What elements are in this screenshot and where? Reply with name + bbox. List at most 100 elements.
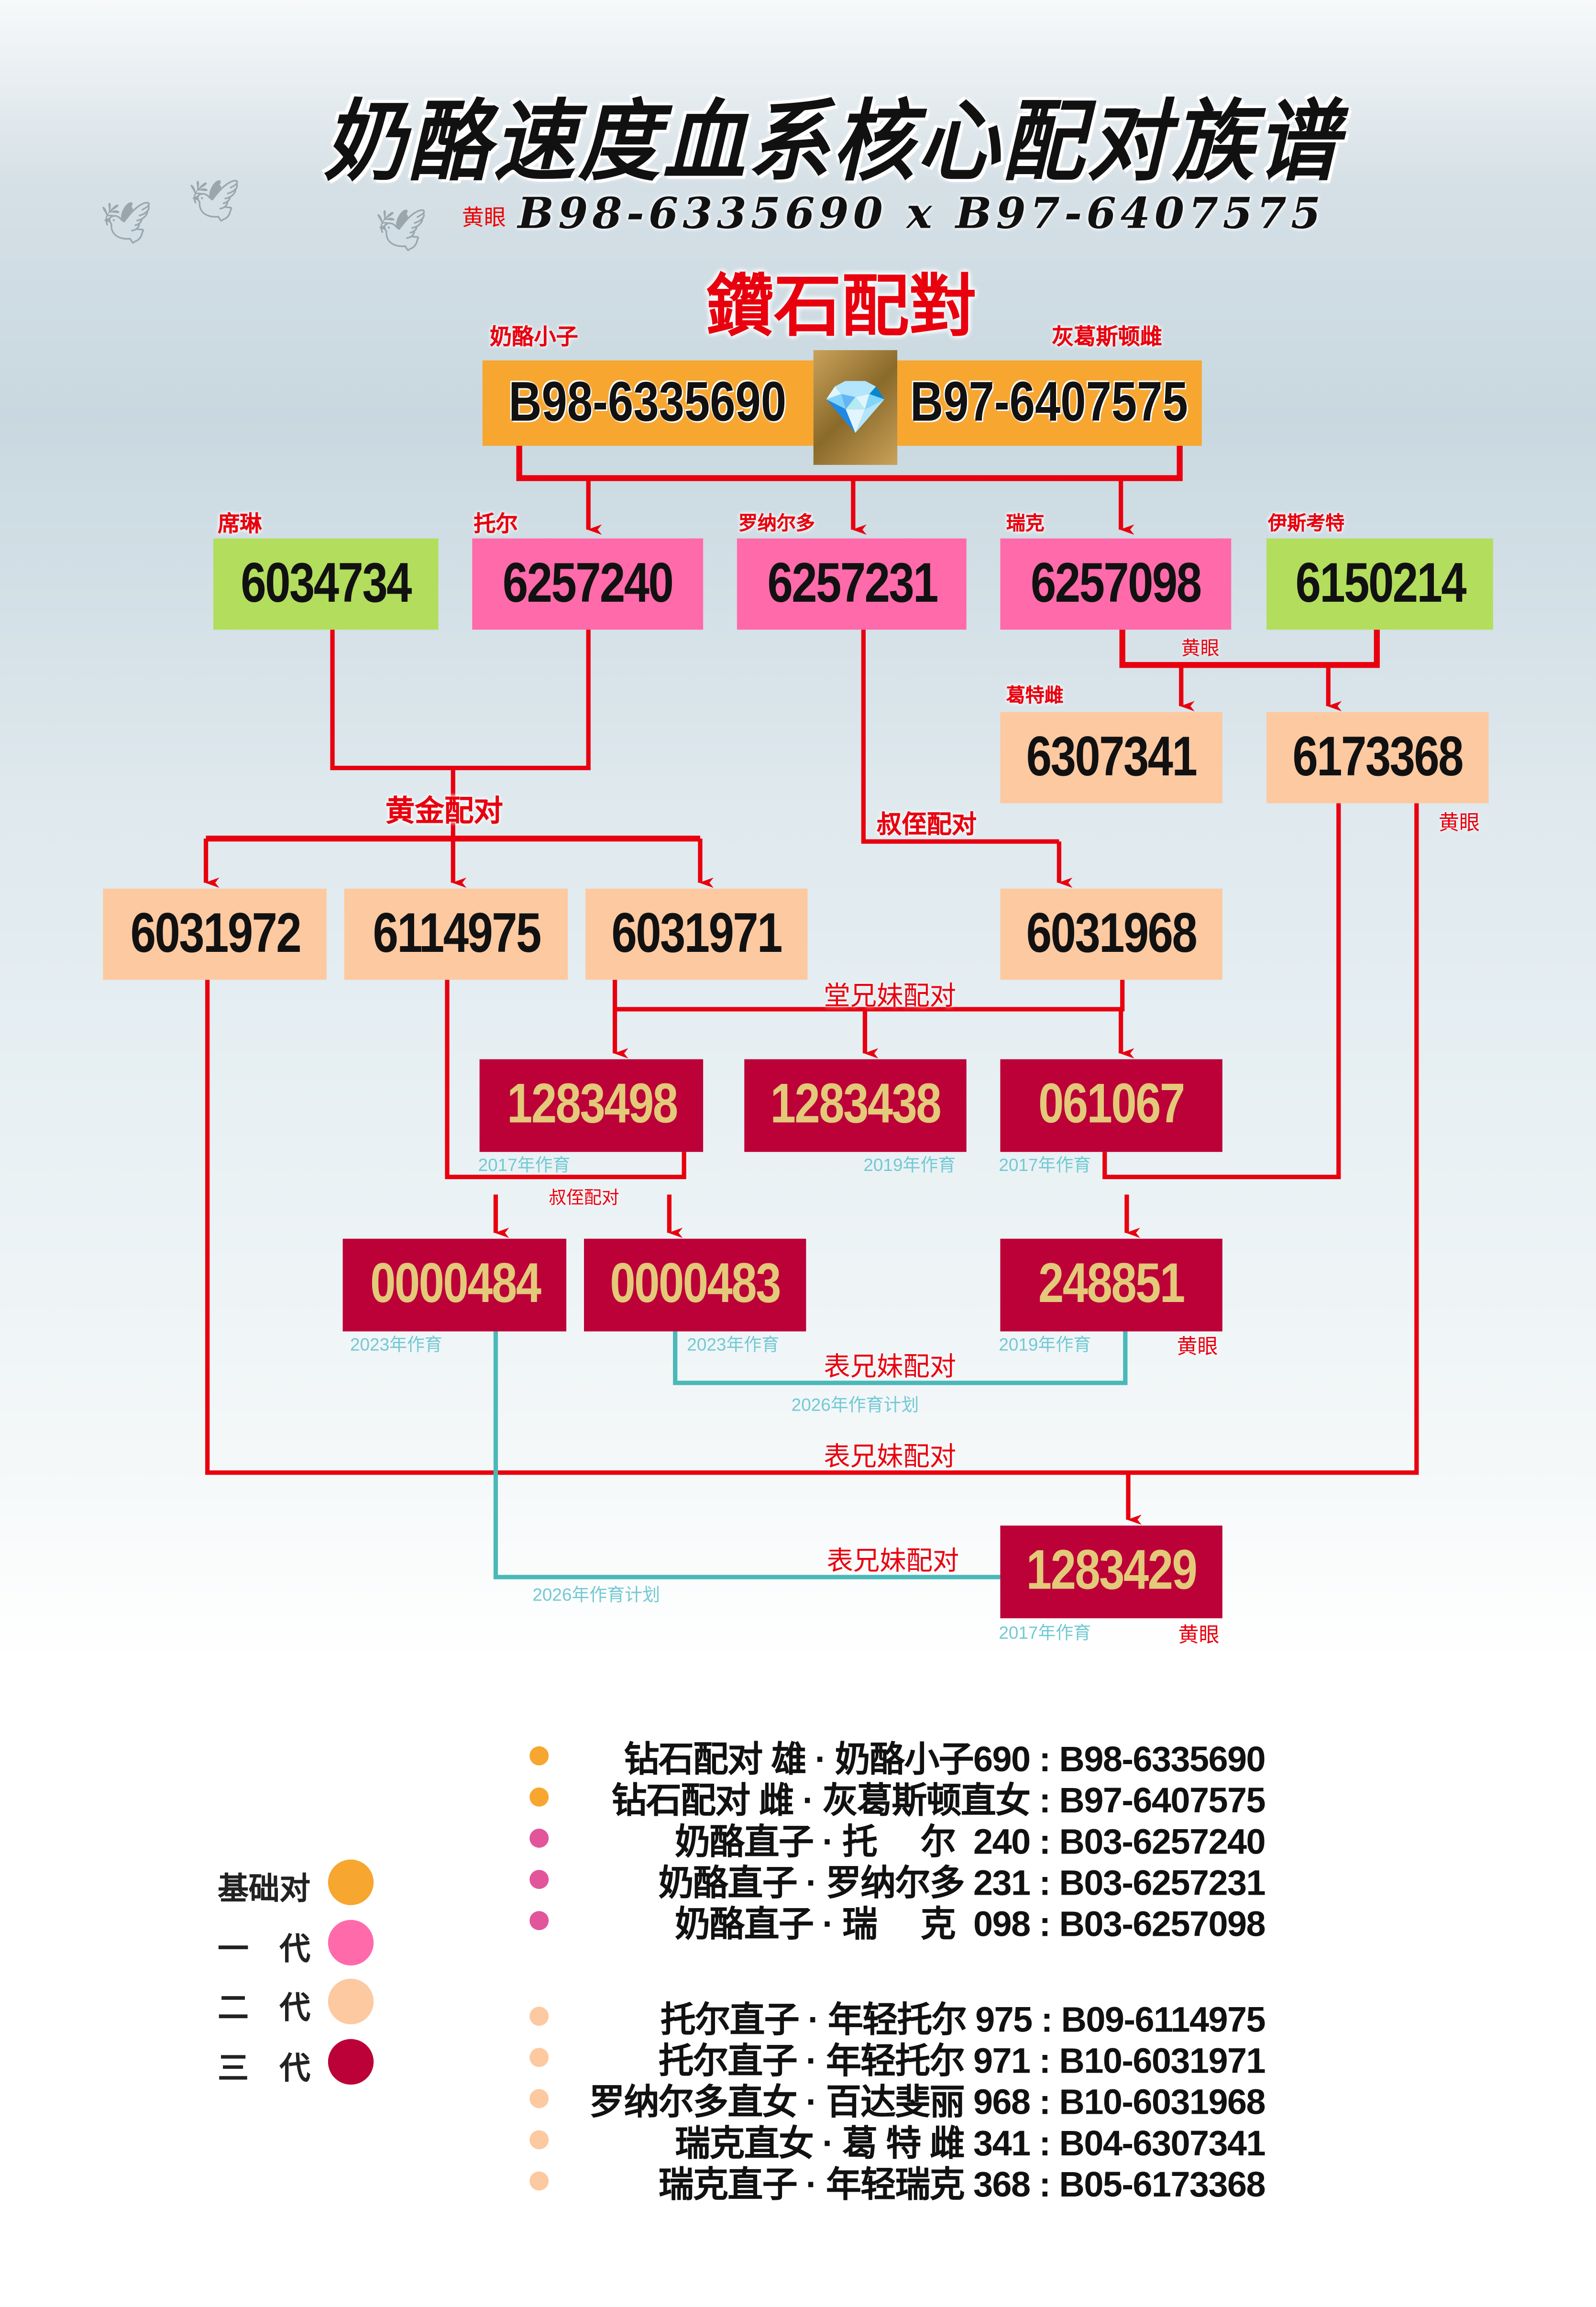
bird-name: 罗纳尔多 [738, 513, 815, 536]
ring-number: 6150214 [1295, 552, 1466, 615]
yellow-eye-label: 黄眼 [1438, 810, 1480, 834]
subtitle: B98-6335690 x B97-6407575 [517, 188, 1325, 239]
dam-ring: B97-6407575 [911, 371, 1189, 433]
bullet-icon [529, 2088, 549, 2108]
bird-box[interactable]: 6031968 [1000, 888, 1222, 980]
bird-name: 席琳 [218, 510, 262, 537]
uncle-niece-pair-label: 叔侄配对 [877, 810, 977, 840]
list-text: 奶酪直子 · 瑞 克 098 : B03-6257098 [675, 1904, 1266, 1944]
ring-number: 6257240 [502, 552, 674, 615]
list-item: 托尔直子 · 年轻托尔 975 : B09-6114975 [529, 1995, 1266, 2040]
breeding-plan-label: 2026年作育计划 [791, 1394, 919, 1415]
legend-dot-base [328, 1859, 374, 1905]
dam-box[interactable]: B97-6407575 [897, 360, 1202, 446]
ring-number: 6257098 [1031, 552, 1202, 615]
ring-number: 6031972 [130, 902, 301, 965]
ring-number: 0000484 [369, 1253, 541, 1315]
breeding-year: 2019年作育 [863, 1155, 956, 1176]
list-item: 罗纳尔多直女 · 百达斐丽 968 : B10-6031968 [529, 2077, 1266, 2122]
bird-box[interactable]: 6031971 [585, 888, 808, 980]
bird-box[interactable]: 6257231 [737, 538, 967, 630]
ring-number: 1283498 [506, 1074, 678, 1136]
breeding-year: 2019年作育 [999, 1334, 1091, 1355]
bird-icon: 🕊 [188, 178, 241, 224]
list-item: 奶酪直子 · 瑞 克 098 : B03-6257098 [529, 1899, 1266, 1944]
bird-box[interactable]: 6257098 [1000, 538, 1232, 630]
bird-name: 托尔 [473, 510, 518, 537]
breeding-year: 2017年作育 [478, 1155, 571, 1176]
ring-number: 6114975 [372, 902, 541, 965]
bird-icon: 🕊 [375, 207, 428, 254]
breeding-year: 2023年作育 [687, 1334, 780, 1355]
cousin-pair-label: 表兄妹配对 [824, 1442, 957, 1471]
legend-dot-gen2 [328, 1978, 374, 2025]
bird-box[interactable]: 6031972 [103, 888, 327, 980]
bird-name: 瑞克 [1006, 513, 1045, 536]
bird-box[interactable]: 061067 [1000, 1059, 1222, 1152]
ring-number: 0000483 [610, 1253, 781, 1315]
bird-box[interactable]: 1283438 [744, 1059, 967, 1152]
list-item: 托尔直子 · 年轻托尔 971 : B10-6031971 [529, 2036, 1266, 2081]
legend-label: 一 代 [218, 1933, 310, 1967]
bullet-icon [529, 1745, 549, 1765]
bird-box[interactable]: 6307341 [1000, 712, 1222, 804]
list-text: 罗纳尔多直女 · 百达斐丽 968 : B10-6031968 [589, 2082, 1266, 2122]
list-text: 瑞克直子 · 年轻瑞克 368 : B05-6173368 [658, 2164, 1266, 2205]
list-text: 钻石配对 雌 · 灰葛斯顿直女 : B97-6407575 [611, 1781, 1266, 1821]
legend-dot-gen1 [328, 1920, 374, 1966]
bird-box[interactable]: 6257240 [472, 538, 704, 630]
cousin-pair-label: 堂兄妹配对 [824, 981, 957, 1011]
dam-name: 灰葛斯顿雌 [1052, 323, 1162, 350]
list-text: 瑞克直女 · 葛 特 雌 341 : B04-6307341 [675, 2123, 1266, 2164]
bird-box[interactable]: 6114975 [344, 888, 568, 980]
ring-number: 248851 [1038, 1253, 1185, 1315]
ring-number: 6031971 [611, 902, 783, 965]
sire-name: 奶酪小子 [490, 323, 578, 350]
bullet-icon [529, 1828, 549, 1847]
list-text: 托尔直子 · 年轻托尔 975 : B09-6114975 [660, 2000, 1266, 2040]
legend-label: 基础对 [218, 1873, 310, 1907]
ring-number: 6031968 [1026, 902, 1198, 965]
legend-label: 二 代 [218, 1992, 310, 2026]
yellow-eye-label: 黄眼 [1178, 1623, 1220, 1646]
ring-number: 061067 [1038, 1074, 1185, 1136]
list-item: 钻石配对 雄 · 奶酪小子690 : B98-6335690 [529, 1734, 1266, 1779]
ring-number: 6307341 [1026, 726, 1198, 788]
bird-box[interactable]: 0000484 [342, 1238, 567, 1332]
list-text: 钻石配对 雄 · 奶酪小子690 : B98-6335690 [624, 1739, 1266, 1779]
breeding-year: 2017年作育 [999, 1155, 1091, 1176]
ring-number: 6173368 [1292, 726, 1464, 788]
bird-box[interactable]: 6150214 [1266, 538, 1493, 630]
bullet-icon [529, 2171, 549, 2190]
breeding-plan-label: 2026年作育计划 [532, 1584, 660, 1605]
list-item: 奶酪直子 · 罗纳尔多 231 : B03-6257231 [529, 1858, 1266, 1903]
ring-number: 6034734 [241, 552, 412, 615]
bird-box[interactable]: 248851 [1000, 1238, 1222, 1332]
bullet-icon [529, 2006, 549, 2025]
bird-box[interactable]: 6173368 [1266, 712, 1489, 804]
list-item: 钻石配对 雌 · 灰葛斯顿直女 : B97-6407575 [529, 1776, 1266, 1821]
bird-box[interactable]: 6034734 [213, 538, 439, 630]
diamond-icon: 💎 [813, 350, 898, 465]
list-item: 奶酪直子 · 托 尔 240 : B03-6257240 [529, 1817, 1266, 1862]
list-text: 托尔直子 · 年轻托尔 971 : B10-6031971 [658, 2041, 1266, 2081]
page-title: 奶酪速度血系核心配对族谱 [323, 91, 1342, 194]
list-text: 奶酪直子 · 托 尔 240 : B03-6257240 [675, 1822, 1266, 1862]
uncle-niece-pair-label: 叔侄配对 [549, 1187, 619, 1208]
cousin-pair-label: 表兄妹配对 [824, 1352, 957, 1381]
sire-box[interactable]: B98-6335690 [482, 360, 814, 446]
bullet-icon [529, 1787, 549, 1806]
bird-box[interactable]: 1283429 [1000, 1525, 1222, 1619]
ring-number: 6257231 [767, 552, 938, 615]
yellow-eye-label: 黄眼 [1181, 637, 1220, 659]
legend-dot-gen3 [328, 2039, 374, 2085]
breeding-year: 2017年作育 [999, 1623, 1091, 1644]
bullet-icon [529, 1910, 549, 1930]
list-text: 奶酪直子 · 罗纳尔多 231 : B03-6257231 [658, 1863, 1266, 1903]
ring-number: 1283438 [770, 1074, 942, 1136]
bird-box[interactable]: 0000483 [584, 1238, 806, 1332]
bullet-icon [529, 2129, 549, 2149]
sire-ring: B98-6335690 [509, 371, 787, 433]
bird-box[interactable]: 1283498 [479, 1059, 704, 1152]
